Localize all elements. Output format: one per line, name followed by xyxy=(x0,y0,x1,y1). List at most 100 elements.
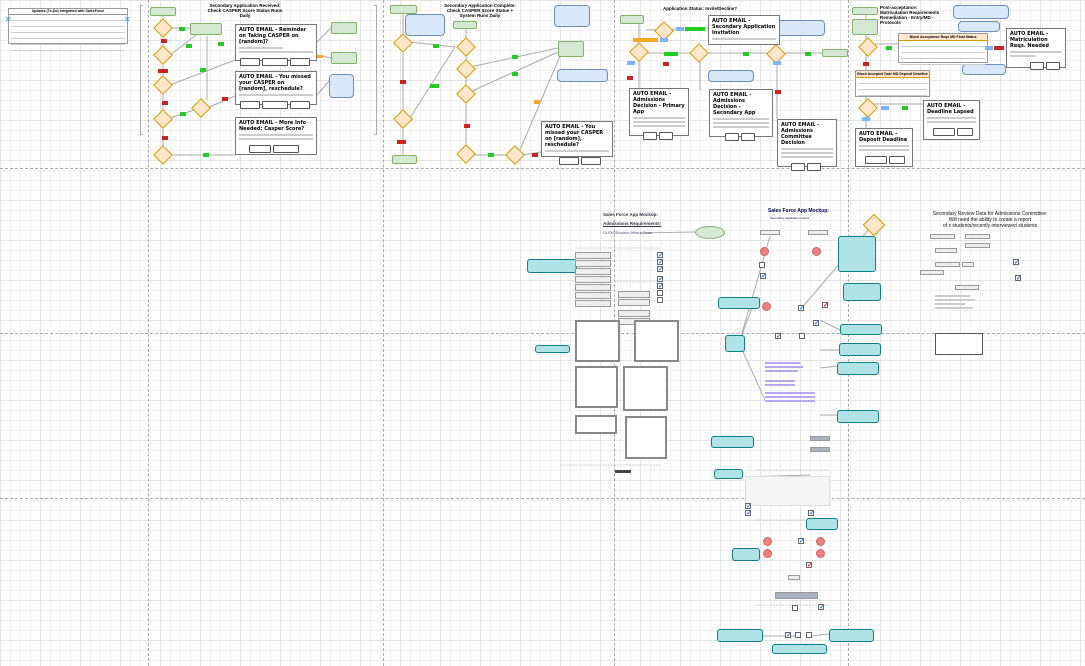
email-button[interactable] xyxy=(249,145,271,153)
scores-table[interactable] xyxy=(575,415,617,434)
connection-point-icon[interactable]: ✕ xyxy=(5,15,12,24)
email-template-card[interactable]: AUTO EMAIL - You missed your CASPER on [… xyxy=(541,121,613,165)
email-template-card[interactable]: AUTO EMAIL - Reminder on Taking CASPER o… xyxy=(235,24,317,66)
email-button[interactable] xyxy=(889,156,905,164)
process-node[interactable] xyxy=(453,21,477,29)
end-node[interactable] xyxy=(392,155,417,164)
note[interactable] xyxy=(953,5,1009,19)
requirements-table[interactable] xyxy=(623,366,668,411)
checkbox-checked[interactable]: ✓ xyxy=(760,273,767,280)
email-button[interactable] xyxy=(262,58,288,66)
link-list[interactable] xyxy=(765,360,815,420)
checkbox-checked[interactable]: ✓ xyxy=(1015,275,1022,282)
note[interactable] xyxy=(708,70,754,82)
email-template-card[interactable]: AUTO EMAIL - Deadline Lapsed xyxy=(923,100,980,140)
email-template-card[interactable]: AUTO EMAIL - You missed your CASPER on [… xyxy=(235,71,317,109)
ellipse-node[interactable] xyxy=(695,226,725,239)
callout[interactable] xyxy=(839,343,881,356)
checkbox-checked[interactable]: ✓ xyxy=(657,276,664,283)
results-table[interactable] xyxy=(745,476,830,506)
dropdown-list[interactable] xyxy=(575,252,611,307)
start-node[interactable] xyxy=(390,5,417,14)
email-button[interactable] xyxy=(741,133,755,141)
scores-table[interactable] xyxy=(634,320,679,362)
process-node[interactable] xyxy=(852,19,878,35)
note[interactable] xyxy=(557,69,608,82)
email-template-card[interactable]: AUTO EMAIL - Admissions Decision - Secon… xyxy=(709,89,773,141)
email-button[interactable] xyxy=(290,101,310,109)
checkbox-checked[interactable]: ✓ xyxy=(798,538,805,545)
checkbox[interactable] xyxy=(792,605,798,611)
text-field[interactable] xyxy=(965,243,990,248)
checkbox-checked[interactable]: ✓ xyxy=(657,259,664,266)
process-node[interactable] xyxy=(331,52,357,64)
report-box[interactable] xyxy=(935,333,983,355)
deposit-deadline-table[interactable]: Block Accepted Date MD Deposit Deadline xyxy=(855,70,930,97)
email-button[interactable] xyxy=(1046,62,1060,70)
email-button[interactable] xyxy=(559,157,579,165)
note[interactable] xyxy=(554,5,590,27)
callout[interactable] xyxy=(837,410,879,423)
process-node[interactable] xyxy=(331,22,357,34)
process-node[interactable] xyxy=(822,49,848,57)
callout[interactable] xyxy=(725,335,745,352)
checkbox[interactable] xyxy=(657,290,663,296)
callout[interactable] xyxy=(714,469,743,479)
checkbox[interactable] xyxy=(806,632,812,638)
checkbox[interactable] xyxy=(795,632,801,638)
callout[interactable] xyxy=(829,629,874,642)
email-button[interactable] xyxy=(659,132,673,140)
button[interactable] xyxy=(775,592,818,599)
email-button[interactable] xyxy=(240,58,260,66)
email-button[interactable] xyxy=(1030,62,1044,70)
checkbox-checked[interactable]: ✓ xyxy=(798,305,805,312)
field-group[interactable] xyxy=(618,290,658,325)
callout[interactable] xyxy=(718,297,760,309)
callout[interactable] xyxy=(717,629,763,642)
start-node[interactable] xyxy=(620,15,644,24)
email-button[interactable] xyxy=(933,128,955,136)
email-template-card[interactable]: AUTO EMAIL - Matriculation Reqs. Needed xyxy=(1006,28,1066,70)
email-template-card[interactable]: AUTO EMAIL - Deposit Deadline xyxy=(855,128,913,167)
callout[interactable] xyxy=(711,436,754,448)
text-field[interactable] xyxy=(760,230,780,235)
callout[interactable] xyxy=(837,362,879,375)
start-node[interactable] xyxy=(852,7,878,15)
scores-table[interactable] xyxy=(575,320,620,362)
button[interactable] xyxy=(810,436,830,441)
email-button[interactable] xyxy=(807,163,821,171)
checkbox[interactable] xyxy=(657,297,663,303)
callout[interactable] xyxy=(806,518,838,530)
email-template-card[interactable]: AUTO EMAIL - More Info Needed: Casper Sc… xyxy=(235,117,317,155)
text-field[interactable] xyxy=(920,270,944,275)
checkbox-checked[interactable]: ✓ xyxy=(745,503,752,510)
text-field[interactable] xyxy=(788,575,800,580)
note[interactable] xyxy=(958,21,1000,32)
email-button[interactable] xyxy=(581,157,601,165)
scroll-handle[interactable] xyxy=(615,470,631,473)
email-template-card[interactable]: AUTO EMAIL - Admissions Decision - Prima… xyxy=(629,88,689,140)
checkbox-checked[interactable]: ✓ xyxy=(657,252,664,259)
checkbox-checked[interactable]: ✓ xyxy=(813,320,820,327)
callout[interactable] xyxy=(772,644,827,654)
start-node[interactable] xyxy=(150,7,176,16)
checkbox-checked[interactable]: ✓ xyxy=(822,302,829,309)
email-button[interactable] xyxy=(273,145,299,153)
checkbox-checked[interactable]: ✓ xyxy=(775,333,782,340)
checkbox[interactable] xyxy=(799,333,805,339)
radio-list[interactable] xyxy=(935,293,985,311)
note[interactable] xyxy=(329,74,354,98)
callout[interactable] xyxy=(527,259,577,273)
callout[interactable] xyxy=(840,324,882,335)
email-button[interactable] xyxy=(791,163,805,171)
checkbox-checked[interactable]: ✓ xyxy=(806,562,813,569)
email-button[interactable] xyxy=(865,156,887,164)
text-field[interactable] xyxy=(935,248,957,253)
email-button[interactable] xyxy=(643,132,657,140)
todo-table[interactable]: Updates (To-Do) Integrated with SalesFor… xyxy=(8,8,128,51)
callout[interactable] xyxy=(843,283,881,301)
email-button[interactable] xyxy=(725,133,739,141)
text-field[interactable] xyxy=(955,285,979,290)
text-field[interactable] xyxy=(808,230,828,235)
note[interactable] xyxy=(405,14,445,36)
